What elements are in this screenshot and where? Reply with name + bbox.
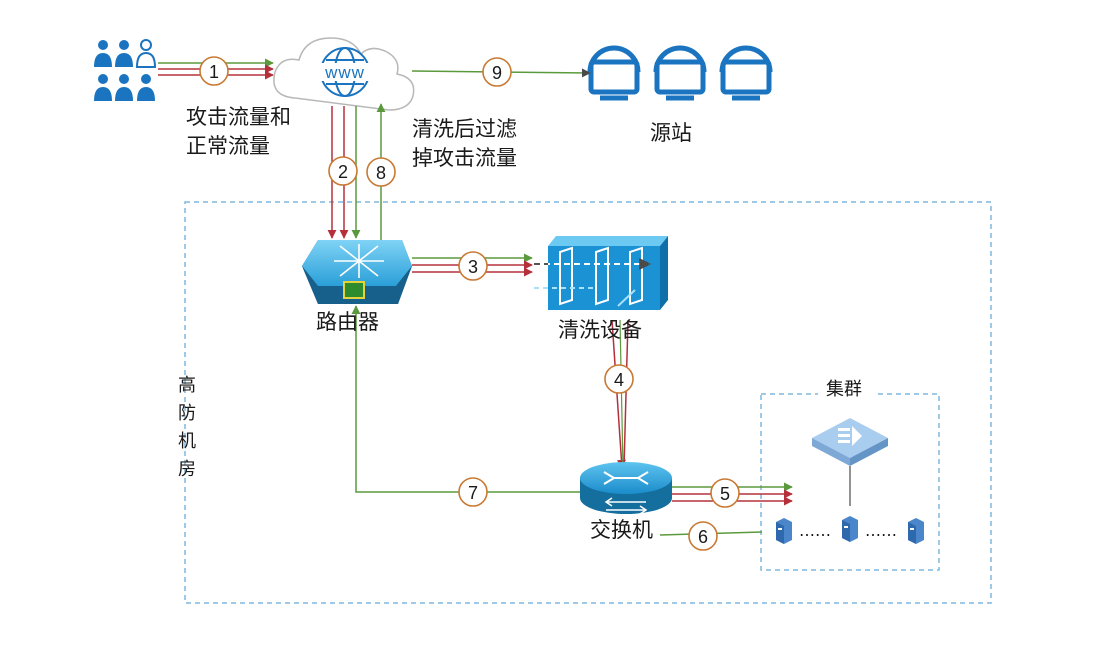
- www-label: www: [324, 63, 365, 82]
- users-icon: [94, 39, 157, 101]
- step-5: 5: [710, 478, 740, 508]
- step-1: 1: [199, 56, 229, 86]
- scrubber-label: 清洗设备: [558, 318, 642, 342]
- step-3: 3: [458, 251, 488, 281]
- step-circles: 1 2 3 4 5 6 7 8 9: [199, 56, 740, 551]
- svg-text:3: 3: [468, 257, 478, 277]
- svg-text:5: 5: [720, 484, 730, 504]
- step-7: 7: [458, 477, 488, 507]
- load-balancer-icon: [812, 418, 888, 506]
- flow-scrubber-to-switch: [611, 319, 629, 469]
- datacenter-label: 高防机房: [178, 375, 196, 480]
- ellipsis-dots: ……: [865, 521, 897, 540]
- step-2: 2: [328, 156, 358, 186]
- svg-text:1: 1: [209, 62, 219, 82]
- svg-text:9: 9: [492, 63, 502, 83]
- switch-icon: [580, 462, 672, 515]
- clean-traffic-label-2: 掉攻击流量: [412, 146, 517, 170]
- server-icon: [908, 518, 924, 544]
- router-label: 路由器: [316, 310, 379, 334]
- cluster-label: 集群: [826, 379, 862, 400]
- scrubbing-device-icon: [534, 236, 668, 310]
- step-8: 8: [366, 157, 396, 187]
- origin-server-icon: [719, 45, 773, 101]
- origin-label: 源站: [650, 121, 692, 145]
- flow-switch-to-router: [351, 305, 580, 493]
- cluster-servers: …… ……: [776, 516, 924, 544]
- cluster-zone: [760, 393, 940, 571]
- step-6: 6: [688, 521, 718, 551]
- origin-server-icon: [587, 45, 641, 101]
- svg-text:8: 8: [376, 163, 386, 183]
- svg-text:2: 2: [338, 162, 348, 182]
- svg-text:6: 6: [698, 527, 708, 547]
- ellipsis-dots: ……: [799, 521, 831, 540]
- svg-text:4: 4: [614, 370, 624, 390]
- step-4: 4: [604, 364, 634, 394]
- origin-servers: [587, 45, 773, 101]
- router-icon: [302, 240, 412, 304]
- step-9: 9: [482, 57, 512, 87]
- attack-traffic-label-1: 攻击流量和: [186, 105, 291, 129]
- clean-traffic-label-1: 清洗后过滤: [412, 117, 517, 141]
- switch-label: 交换机: [590, 518, 653, 542]
- internet-cloud-icon: www: [273, 37, 415, 111]
- origin-server-icon: [653, 45, 707, 101]
- attack-traffic-label-2: 正常流量: [186, 134, 270, 158]
- svg-text:7: 7: [468, 483, 478, 503]
- server-icon: [776, 518, 792, 544]
- server-icon: [842, 516, 858, 542]
